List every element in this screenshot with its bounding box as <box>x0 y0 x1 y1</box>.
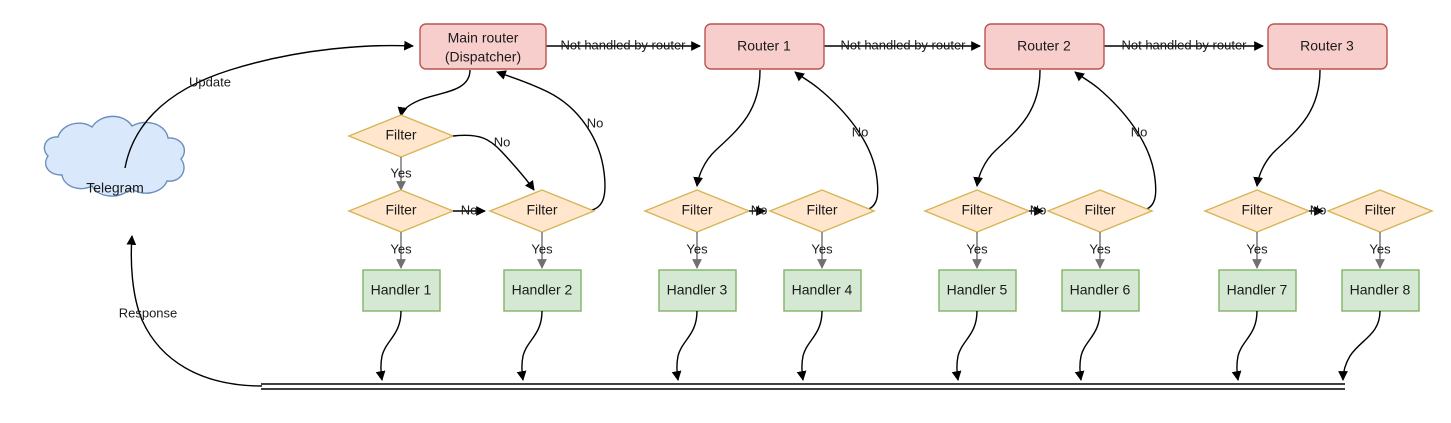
edge-response <box>126 235 263 387</box>
handler-box-shape <box>1218 269 1297 312</box>
edge-filter4-no-to-router1 <box>794 71 879 212</box>
router-node-router3[interactable]: Router 3 <box>1267 23 1388 70</box>
router-node-dispatcher[interactable]: Main router (Dispatcher) <box>419 23 547 70</box>
router-node-router1[interactable]: Router 1 <box>704 23 825 70</box>
edge-handler1-to-collector <box>375 310 402 381</box>
edge-router2-to-filter5 <box>973 69 1041 187</box>
router-label-line1: Router 3 <box>1300 38 1354 54</box>
handler-label: Handler 3 <box>667 282 728 298</box>
edge-dispatcher-to-filter-top <box>397 69 471 117</box>
edge-label-no-top: No <box>494 134 511 149</box>
edge-handler2-to-collector <box>516 310 543 381</box>
edge-label-no-return-1: No <box>852 124 869 139</box>
handler-to-collector-edges <box>375 310 1381 381</box>
edge-label-no-5: No <box>1030 202 1047 217</box>
edge-label-yes-1: Yes <box>390 241 412 256</box>
edge-filter6-no-to-router2 <box>1074 71 1157 212</box>
handler-node-3[interactable]: Handler 3 <box>658 269 737 312</box>
edge-handler8-to-collector <box>1338 310 1381 381</box>
handler-node-6[interactable]: Handler 6 <box>1061 269 1140 312</box>
filter-node-6[interactable]: Filter <box>1046 189 1154 233</box>
filter-label: Filter <box>961 202 992 218</box>
router-label-line1: Router 2 <box>1017 38 1071 54</box>
handler-label: Handler 5 <box>947 282 1008 298</box>
filter-label: Filter <box>385 202 416 218</box>
handler-node-8[interactable]: Handler 8 <box>1341 269 1420 312</box>
edge-label-yes-top: Yes <box>390 165 412 180</box>
edge-handler4-to-collector <box>796 310 823 381</box>
edge-label-no-return-2: No <box>1131 124 1148 139</box>
edge-router1-to-filter3 <box>693 69 761 187</box>
filter-label: Filter <box>1364 202 1395 218</box>
filter-node-2[interactable]: Filter <box>488 189 596 233</box>
handler-label: Handler 2 <box>512 282 573 298</box>
telegram-cloud-node[interactable]: Telegram <box>43 115 186 197</box>
edge-label-not-handled-2: Not handled by router <box>840 37 966 52</box>
router-box-shape <box>984 23 1105 70</box>
edge-label-yes-6: Yes <box>1089 241 1111 256</box>
cloud-icon <box>43 115 186 197</box>
edge-filter-top-no <box>452 134 535 191</box>
edge-label-yes-8: Yes <box>1369 241 1391 256</box>
telegram-label: Telegram <box>86 180 144 196</box>
filter-node-7[interactable]: Filter <box>1203 189 1311 233</box>
handler-label: Handler 8 <box>1350 282 1411 298</box>
handler-label: Handler 4 <box>792 282 853 298</box>
edge-label-no-1: No <box>461 202 478 217</box>
edge-update <box>124 40 414 169</box>
edge-handler3-to-collector <box>671 310 698 381</box>
router-box-shape <box>419 23 547 70</box>
filter-node-1[interactable]: Filter <box>347 189 455 233</box>
router-label-line2: (Dispatcher) <box>445 49 521 65</box>
filter-label: Filter <box>1084 202 1115 218</box>
edge-label-yes-5: Yes <box>966 241 988 256</box>
router-box-shape <box>704 23 825 70</box>
filter-node-4[interactable]: Filter <box>768 189 876 233</box>
handler-node-2[interactable]: Handler 2 <box>503 269 582 312</box>
filter-label: Filter <box>385 127 416 143</box>
edge-filter2-no-to-dispatcher <box>496 70 606 212</box>
handler-label: Handler 6 <box>1070 282 1131 298</box>
router-chain-connectors: Not handled by router Not handled by rou… <box>546 37 1264 52</box>
edge-label-not-handled-3: Not handled by router <box>1121 37 1247 52</box>
filter-node-top-a[interactable]: Filter <box>347 114 455 158</box>
edge-handler6-to-collector <box>1074 310 1101 381</box>
handler-label: Handler 7 <box>1227 282 1288 298</box>
filter-node-8[interactable]: Filter <box>1326 189 1434 233</box>
edge-label-not-handled-1: Not handled by router <box>560 37 686 52</box>
handler-node-1[interactable]: Handler 1 <box>362 269 441 312</box>
handler-box-shape <box>783 269 862 312</box>
handler-node-5[interactable]: Handler 5 <box>938 269 1017 312</box>
filter-label: Filter <box>681 202 712 218</box>
edge-label-no-7: No <box>1310 202 1327 217</box>
handler-label: Handler 1 <box>371 282 432 298</box>
edge-label-yes-2: Yes <box>531 241 553 256</box>
handler-node-4[interactable]: Handler 4 <box>783 269 862 312</box>
router-node-router2[interactable]: Router 2 <box>984 23 1105 70</box>
edge-label-yes-4: Yes <box>811 241 833 256</box>
filter-node-5[interactable]: Filter <box>923 189 1031 233</box>
filter-label: Filter <box>526 202 557 218</box>
handler-box-shape <box>503 269 582 312</box>
handler-node-7[interactable]: Handler 7 <box>1218 269 1297 312</box>
edge-handler7-to-collector <box>1231 310 1258 381</box>
filter-label: Filter <box>806 202 837 218</box>
filter-node-3[interactable]: Filter <box>643 189 751 233</box>
edge-label-yes-3: Yes <box>686 241 708 256</box>
edge-handler5-to-collector <box>951 310 978 381</box>
edge-label-no-return-0: No <box>587 115 604 130</box>
collector-bar <box>261 383 1345 390</box>
edge-router3-to-filter7 <box>1253 69 1321 187</box>
handler-box-shape <box>362 269 441 312</box>
edge-label-response: Response <box>119 305 178 320</box>
edge-label-no-3: No <box>751 202 768 217</box>
router-label-line1: Router 1 <box>737 38 791 54</box>
router-label-line1: Main router <box>448 30 519 46</box>
handler-box-shape <box>658 269 737 312</box>
filter-label: Filter <box>1241 202 1272 218</box>
edge-label-update: Update <box>189 74 231 89</box>
router-box-shape <box>1267 23 1388 70</box>
edge-label-yes-7: Yes <box>1246 241 1268 256</box>
